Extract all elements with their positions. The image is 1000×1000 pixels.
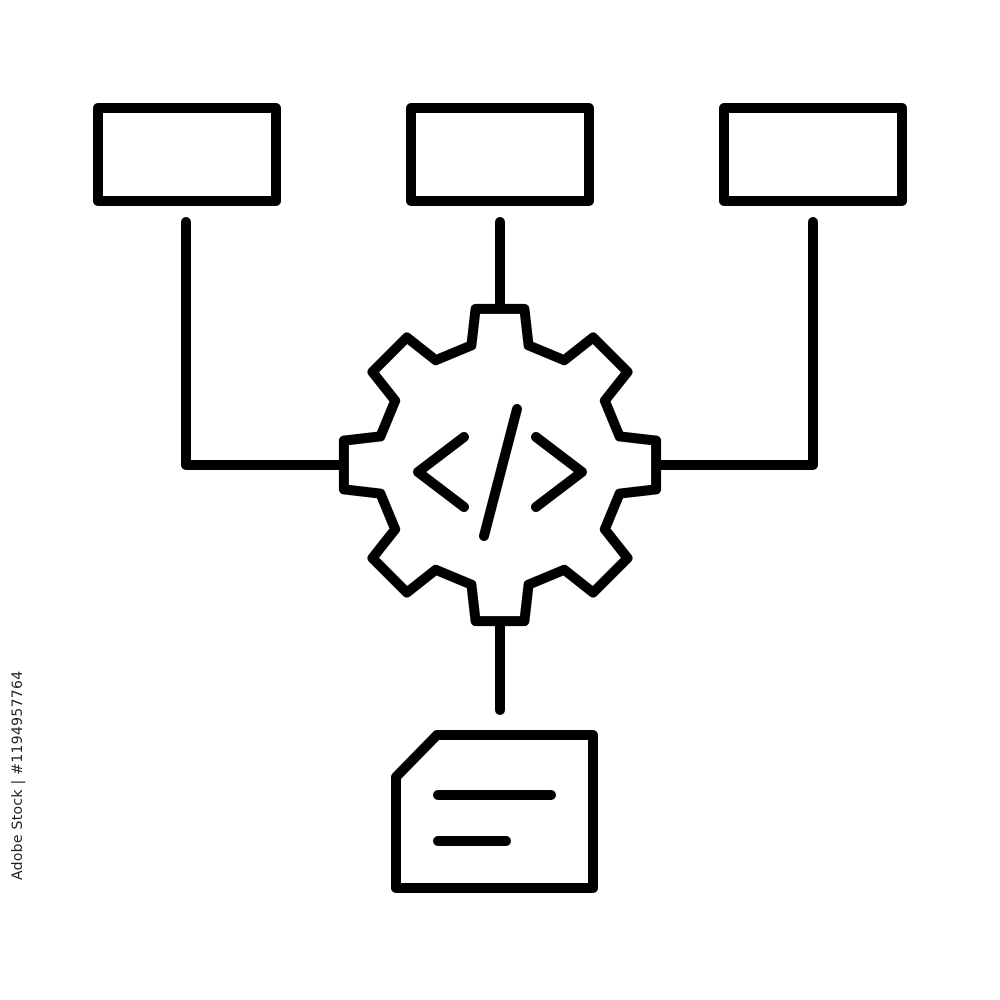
input-box-center	[406, 103, 594, 206]
connector-right	[653, 217, 818, 470]
document-icon	[391, 730, 598, 893]
code-slash	[479, 404, 522, 541]
stock-watermark: Adobe Stock | #1194957764	[10, 670, 26, 880]
connector-left	[181, 217, 345, 470]
icon-strokes	[93, 103, 907, 893]
input-box-right	[719, 103, 907, 206]
input-box-left	[93, 103, 281, 206]
code-bracket-left	[413, 432, 469, 512]
code-bracket-right	[531, 432, 587, 512]
gear-icon	[338, 303, 662, 627]
